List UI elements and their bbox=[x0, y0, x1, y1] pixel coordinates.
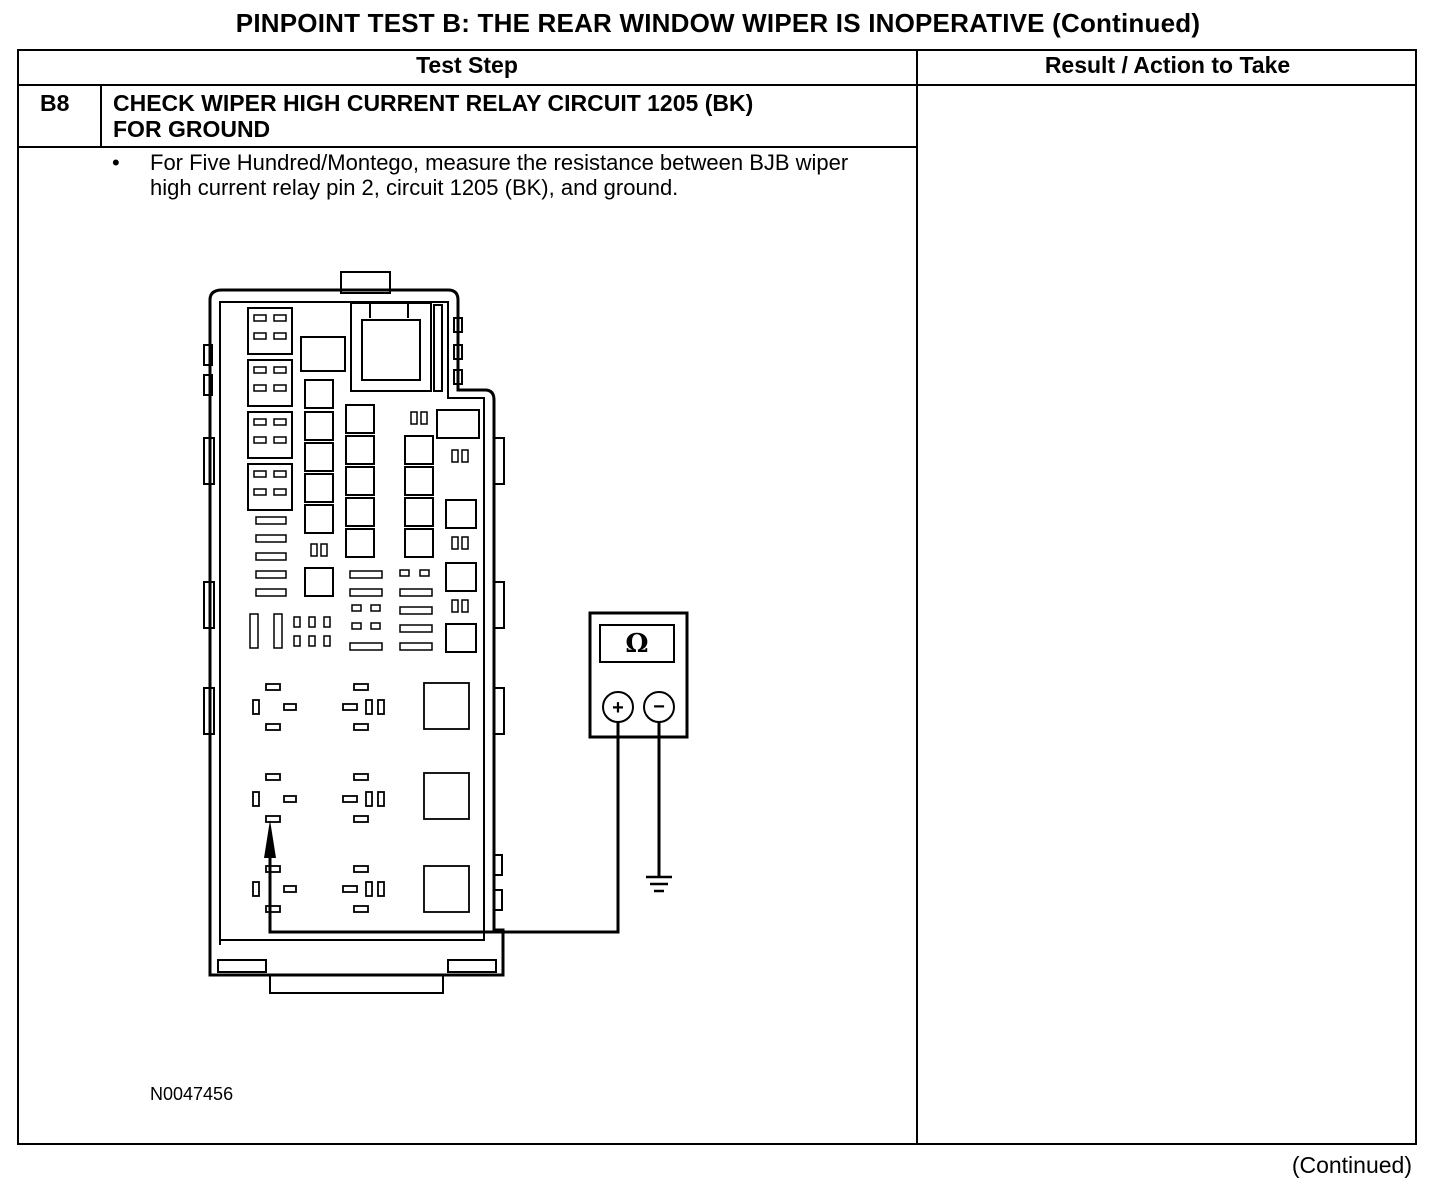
continued-label: (Continued) bbox=[1291, 1152, 1412, 1178]
ground-icon bbox=[646, 875, 672, 893]
meter-display bbox=[599, 624, 675, 663]
meter-plus-label: + bbox=[612, 697, 624, 719]
step-id: B8 bbox=[40, 90, 70, 116]
step-title: CHECK WIPER HIGH CURRENT RELAY CIRCUIT 1… bbox=[113, 90, 893, 142]
positive-test-lead bbox=[268, 722, 620, 934]
step-id-divider bbox=[100, 86, 102, 147]
header-result-action: Result / Action to Take bbox=[1044, 52, 1291, 78]
bjb-bottom-connector bbox=[269, 974, 444, 994]
meter-ohm-symbol: Ω bbox=[625, 629, 648, 659]
header-test-step: Test Step bbox=[416, 52, 518, 78]
column-divider bbox=[916, 49, 918, 1145]
bjb-housing bbox=[208, 288, 505, 977]
bjb-housing-inner bbox=[219, 301, 485, 945]
figure-id: N0047456 bbox=[150, 1084, 234, 1104]
ohmmeter bbox=[588, 611, 689, 739]
step-title-line-2: FOR GROUND bbox=[113, 116, 271, 142]
page-title: PINPOINT TEST B: THE REAR WINDOW WIPER I… bbox=[235, 8, 1201, 38]
bullet-icon: • bbox=[112, 150, 120, 175]
header-divider bbox=[17, 84, 1417, 86]
test-table bbox=[17, 49, 1417, 1145]
bjb-top-tab bbox=[340, 271, 391, 294]
step-title-line-1: CHECK WIPER HIGH CURRENT RELAY CIRCUIT 1… bbox=[113, 90, 754, 116]
step-title-divider bbox=[17, 146, 917, 148]
probe-arrow-icon bbox=[264, 820, 276, 858]
meter-minus-label: − bbox=[653, 696, 665, 718]
step-instruction: For Five Hundred/Montego, measure the re… bbox=[150, 150, 849, 200]
